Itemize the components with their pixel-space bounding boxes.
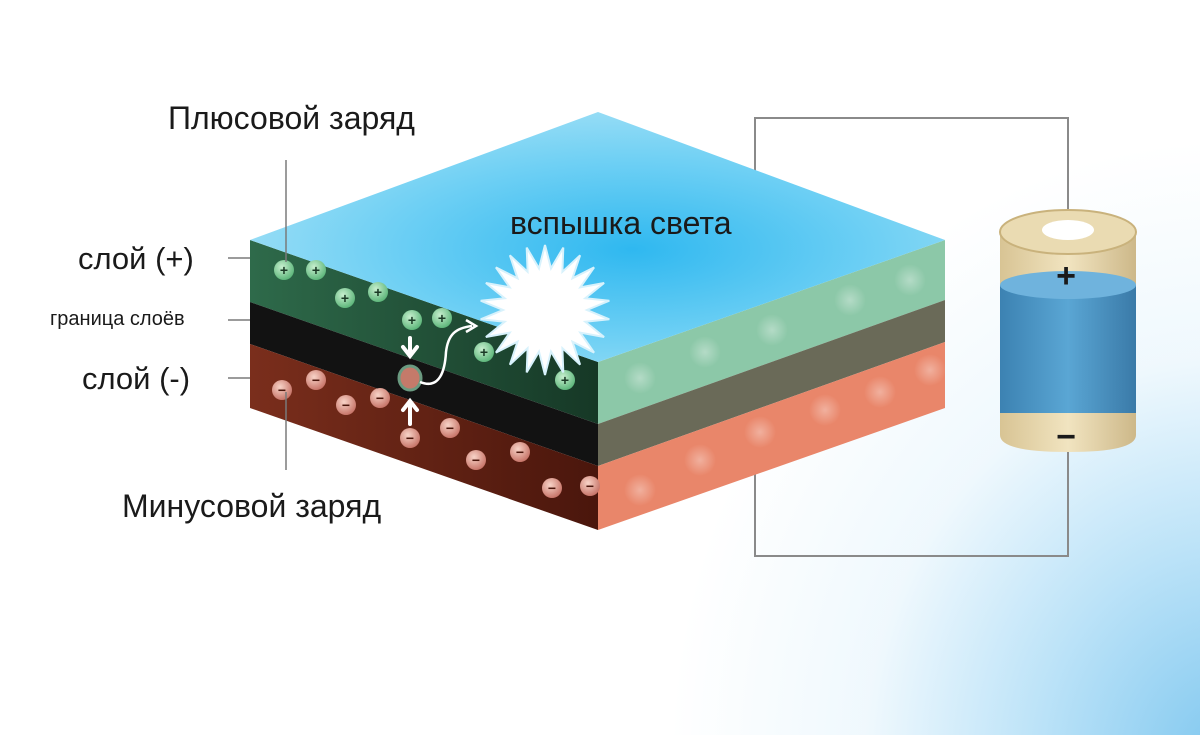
label-leader-lines [228, 160, 287, 470]
layer-minus-label: слой (-) [82, 361, 191, 396]
negative-charge: − [272, 380, 292, 400]
plus-charge-label: Плюсовой заряд [168, 100, 415, 136]
positive-charge: + [474, 342, 494, 362]
minus-charge-label: Минусовой заряд [122, 488, 382, 524]
negative-charge: − [510, 442, 530, 462]
positive-charge: + [432, 308, 452, 328]
negative-charge: − [440, 418, 460, 438]
light-flash-icon [480, 244, 610, 376]
light-flash-label: вспышка света [510, 205, 732, 241]
layer-boundary-label: граница слоёв [50, 308, 185, 330]
battery-plus-sign: + [1056, 257, 1076, 295]
svg-text:+: + [280, 262, 288, 278]
recombination-site [397, 318, 479, 426]
svg-text:+: + [438, 310, 446, 326]
negative-charge: − [400, 428, 420, 448]
boundary-side [598, 300, 945, 466]
svg-text:−: − [312, 372, 320, 388]
battery-icon: + − [999, 209, 1137, 456]
negative-charge: − [370, 388, 390, 408]
negative-charge: − [542, 478, 562, 498]
svg-text:+: + [408, 312, 416, 328]
svg-text:−: − [548, 480, 556, 496]
svg-text:−: − [278, 382, 286, 398]
svg-text:−: − [516, 444, 524, 460]
svg-text:−: − [342, 397, 350, 413]
negative-charge: − [306, 370, 326, 390]
svg-text:−: − [376, 390, 384, 406]
layer-minus-front [250, 344, 598, 530]
positive-charge: + [274, 260, 294, 280]
positive-charges: + + + + + + + + [274, 260, 575, 390]
svg-text:−: − [472, 452, 480, 468]
negative-charge: − [580, 476, 600, 496]
svg-text:−: − [586, 478, 594, 494]
layer-plus-front [250, 240, 598, 424]
arrow-up-icon [401, 397, 419, 426]
positive-charge: + [555, 370, 575, 390]
circuit-wire [754, 117, 1069, 557]
positive-charge: + [335, 288, 355, 308]
positive-charge: + [368, 282, 388, 302]
svg-text:+: + [341, 290, 349, 306]
negative-charges: − − − − − − − − − − [272, 370, 600, 498]
layer-plus-label: слой (+) [78, 241, 194, 276]
negative-charge: − [336, 395, 356, 415]
svg-text:+: + [312, 262, 320, 278]
svg-text:−: − [406, 430, 414, 446]
positive-charge: + [402, 310, 422, 330]
svg-text:+: + [480, 344, 488, 360]
slab-top-face [250, 112, 945, 362]
arrow-down-icon [401, 336, 419, 360]
slab-side-faces [598, 240, 946, 530]
svg-text:+: + [561, 372, 569, 388]
negative-charge: − [466, 450, 486, 470]
photon-path-icon [419, 324, 473, 385]
svg-text:+: + [374, 284, 382, 300]
battery-minus-sign: − [1056, 418, 1076, 456]
svg-text:−: − [446, 420, 454, 436]
positive-charge: + [306, 260, 326, 280]
